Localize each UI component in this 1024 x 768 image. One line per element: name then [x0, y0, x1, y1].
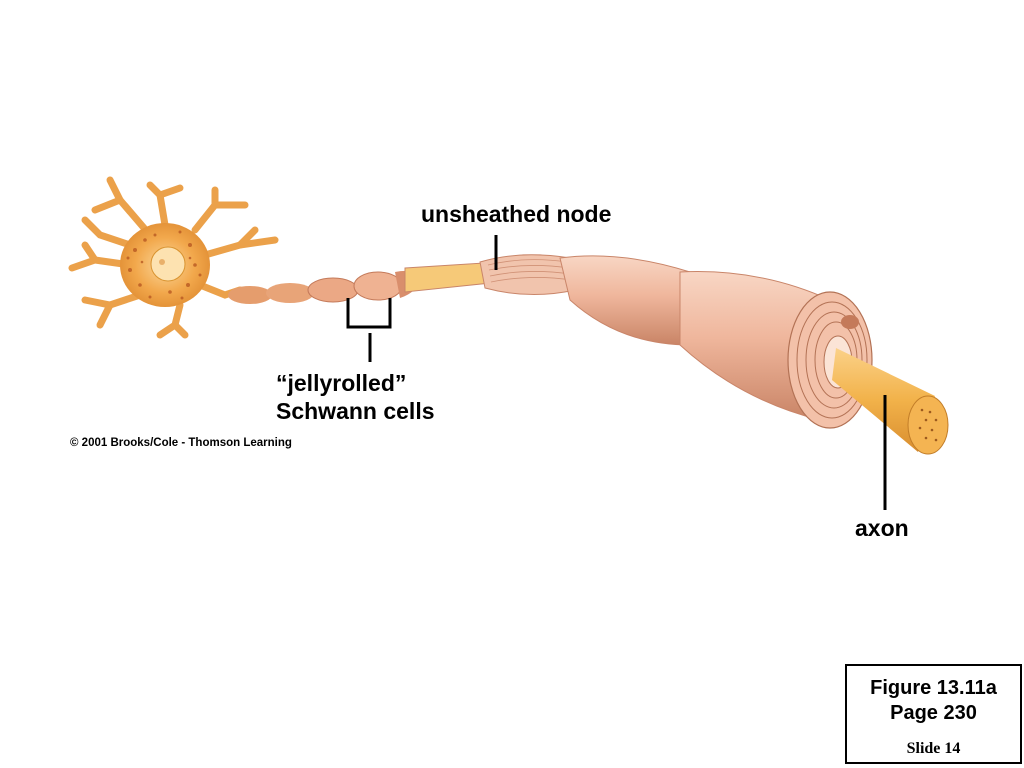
jellyrolled-schwann-label: “jellyrolled” Schwann cells — [276, 369, 435, 425]
page-number: Page 230 — [890, 702, 977, 724]
slide-number: Slide 14 — [906, 740, 961, 757]
cell-body — [68, 176, 279, 339]
figure-reference-box: Figure 13.11a Page 230 Slide 14 — [845, 664, 1022, 764]
copyright-notice: © 2001 Brooks/Cole - Thomson Learning — [70, 437, 292, 449]
unsheathed-node-label: unsheathed node — [421, 201, 612, 227]
unsheathed-node-region — [404, 254, 576, 295]
axon-label: axon — [855, 515, 909, 541]
jellyrolled-bracket — [346, 298, 392, 329]
schwann-sheath — [559, 255, 831, 421]
jellyrolled-label-line2: Schwann cells — [276, 398, 435, 424]
leader-lines — [346, 235, 887, 510]
jellyrolled-label-line1: “jellyrolled” — [276, 370, 407, 396]
figure-number: Figure 13.11a — [870, 677, 997, 699]
